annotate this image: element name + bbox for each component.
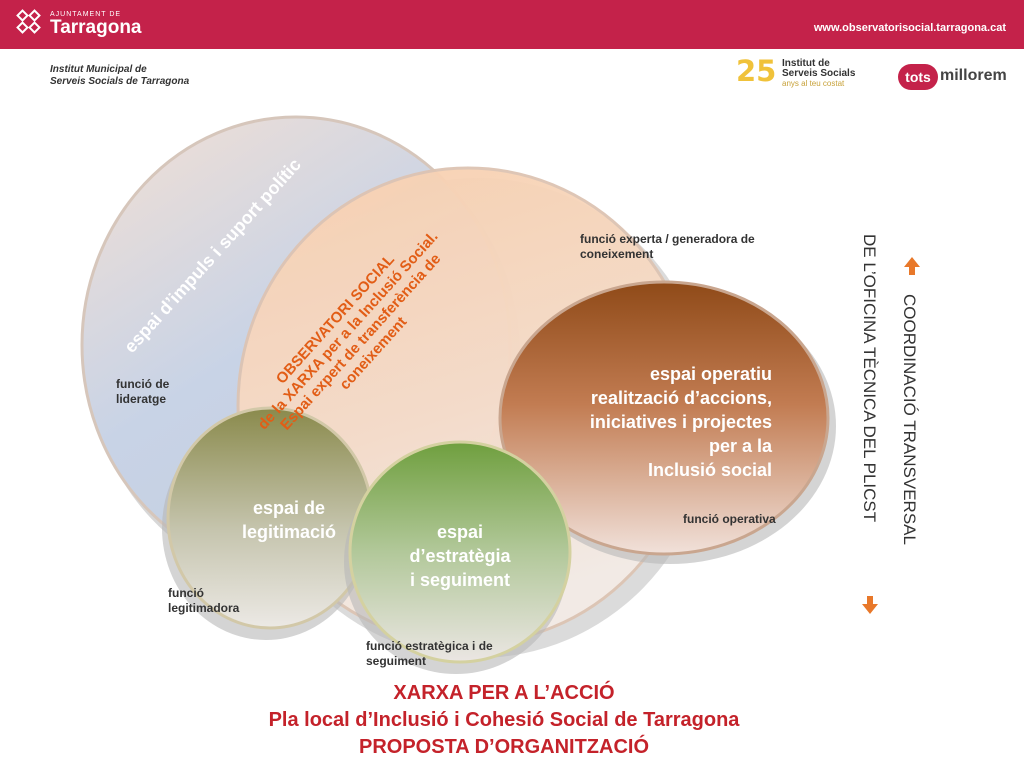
iss-anniversary-logo: 25 Institut de Serveis Socials anys al t… [736, 54, 856, 91]
function-operativa-line-1: funció operativa [683, 512, 776, 526]
function-estrategica-line-2: seguiment [366, 654, 427, 668]
operatiu-line-3: iniciatives i projectes [589, 412, 772, 432]
side-coordination-line-1: COORDINACIÓ TRANSVERSAL [900, 294, 919, 545]
slide-title: XARXA PER A L’ACCIÓ Pla local d’Inclusió… [0, 680, 1008, 761]
iss-logo-text: Institut de Serveis Socials anys al teu … [782, 59, 855, 89]
anniversary-number: 25 [736, 54, 777, 88]
legitimacio-line-2: legitimació [241, 522, 337, 542]
title-line-2: Pla local d’Inclusió i Cohesió Social de… [268, 709, 740, 731]
function-estrategica: funció estratègica i de seguiment [366, 639, 493, 669]
operatiu-line-1: espai operatiu [649, 364, 772, 384]
operatiu-line-4: per a la [708, 436, 772, 456]
logo-subtitle: AJUNTAMENT DE [50, 11, 122, 18]
function-experta: funció experta / generadora de coneixeme… [580, 232, 755, 262]
function-lideratge: funció de lideratge [116, 377, 169, 407]
estrategia-label: espai d’estratègia i seguiment [392, 520, 528, 592]
function-experta-line-2: coneixement [580, 247, 654, 261]
operatiu-ellipse [498, 280, 830, 556]
function-lideratge-line-1: funció de [116, 377, 170, 391]
function-lideratge-line-2: lideratge [116, 392, 167, 406]
operatiu-line-5: Inclusió social [647, 460, 772, 480]
institution-name: Institut Municipal de Serveis Socials de… [50, 64, 189, 88]
estrategia-line-1: espai [436, 522, 484, 542]
function-legitimadora-line-1: funció [168, 586, 204, 600]
iss-line-1: Institut de [782, 58, 830, 69]
title-line-1: XARXA PER A L’ACCIÓ [393, 682, 615, 704]
side-coordination-line-2: DE L’OFICINA TÈCNICA DEL PLICST [860, 234, 879, 522]
header-bar: AJUNTAMENT DE Tarragona www.observatoris… [0, 0, 1024, 49]
arrow-down-icon [862, 596, 878, 614]
tots-pill: tots [898, 64, 938, 90]
millorem-word: millorem [940, 67, 1007, 84]
function-legitimadora: funció legitimadora [168, 586, 239, 616]
institution-line-1: Institut Municipal de [50, 64, 147, 75]
function-estrategica-line-1: funció estratègica i de [366, 639, 493, 653]
legitimacio-line-1: espai de [252, 498, 326, 518]
iss-line-2: Serveis Socials [782, 68, 856, 79]
function-experta-line-1: funció experta / generadora de [580, 232, 755, 246]
function-legitimadora-line-2: legitimadora [168, 601, 240, 615]
arrow-up-icon [904, 257, 920, 275]
operatiu-label: espai operatiu realització d’accions, in… [560, 362, 772, 482]
estrategia-line-2: d’estratègia [409, 546, 511, 566]
iss-tagline: anys al teu costat [782, 79, 845, 88]
estrategia-line-3: i seguiment [409, 570, 511, 590]
operatiu-line-2: realització d’accions, [590, 388, 772, 408]
function-operativa: funció operativa [683, 512, 776, 527]
tarragona-logo-icon [16, 9, 41, 34]
legitimacio-label: espai de legitimació [224, 496, 354, 544]
website-link[interactable]: www.observatorisocial.tarragona.cat [813, 22, 1006, 34]
institution-line-2: Serveis Socials de Tarragona [50, 76, 190, 87]
estrategia-ellipse [348, 440, 572, 664]
logo-title: Tarragona [50, 17, 142, 38]
title-line-3: PROPOSTA D’ORGANITZACIÓ [359, 736, 649, 758]
